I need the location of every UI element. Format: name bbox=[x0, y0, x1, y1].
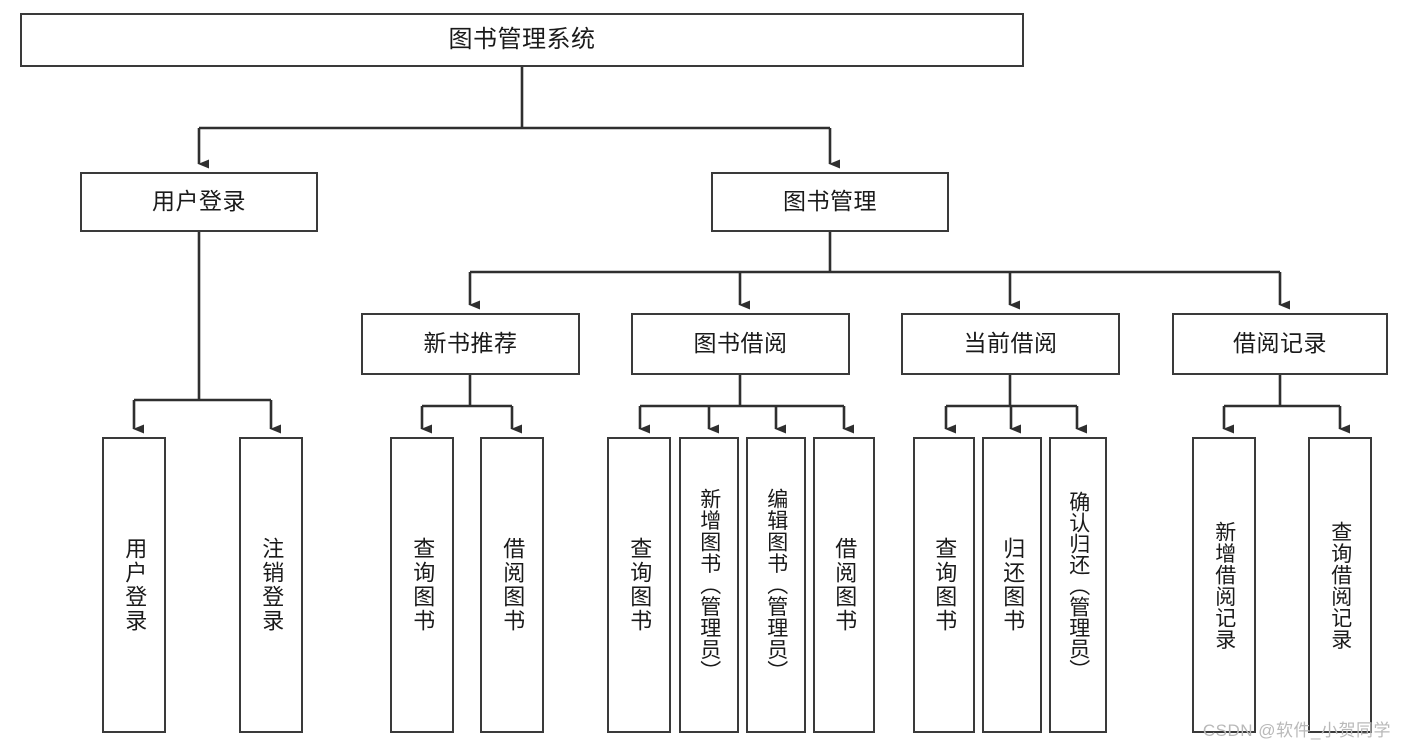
leaf-edit-book-admin[interactable]: 编辑图书（管理员） bbox=[746, 437, 806, 733]
leaf-query-book-newbook[interactable]: 查询图书 bbox=[390, 437, 454, 733]
node-label: 注销登录 bbox=[259, 537, 285, 633]
node-root-book-management-system[interactable]: 图书管理系统 bbox=[20, 13, 1024, 67]
node-label: 借阅记录 bbox=[1233, 330, 1327, 357]
node-label: 用户登录 bbox=[152, 188, 246, 215]
node-label: 借阅图书 bbox=[832, 537, 858, 633]
node-label: 查询借阅记录 bbox=[1328, 520, 1352, 650]
node-label: 借阅图书 bbox=[500, 537, 526, 633]
leaf-add-borrow-record[interactable]: 新增借阅记录 bbox=[1192, 437, 1256, 733]
node-book-management[interactable]: 图书管理 bbox=[711, 172, 949, 232]
node-current-borrowing[interactable]: 当前借阅 bbox=[901, 313, 1120, 375]
node-label: 图书借阅 bbox=[693, 330, 788, 357]
leaf-user-login[interactable]: 用户登录 bbox=[102, 437, 166, 733]
node-borrowing-records[interactable]: 借阅记录 bbox=[1172, 313, 1388, 375]
leaf-borrow-book-newbook[interactable]: 借阅图书 bbox=[480, 437, 544, 733]
leaf-add-book-admin[interactable]: 新增图书（管理员） bbox=[679, 437, 739, 733]
leaf-logout[interactable]: 注销登录 bbox=[239, 437, 303, 733]
node-label: 用户登录 bbox=[122, 537, 148, 633]
leaf-borrow-book[interactable]: 借阅图书 bbox=[813, 437, 875, 733]
leaf-confirm-return-admin[interactable]: 确认归还（管理员） bbox=[1049, 437, 1107, 733]
leaf-query-book-current[interactable]: 查询图书 bbox=[913, 437, 975, 733]
node-label: 归还图书 bbox=[1000, 537, 1026, 633]
leaf-query-book-borrow[interactable]: 查询图书 bbox=[607, 437, 671, 733]
leaf-query-borrow-record[interactable]: 查询借阅记录 bbox=[1308, 437, 1372, 733]
node-label: 新增借阅记录 bbox=[1212, 520, 1236, 650]
node-label: 查询图书 bbox=[627, 537, 653, 633]
node-label: 新增图书（管理员） bbox=[697, 488, 721, 682]
node-user-login[interactable]: 用户登录 bbox=[80, 172, 318, 232]
node-label: 图书管理系统 bbox=[448, 25, 596, 53]
leaf-return-book[interactable]: 归还图书 bbox=[982, 437, 1042, 733]
node-new-book-recommendation[interactable]: 新书推荐 bbox=[361, 313, 580, 375]
node-label: 查询图书 bbox=[932, 537, 958, 633]
node-label: 当前借阅 bbox=[963, 330, 1058, 357]
node-label: 查询图书 bbox=[410, 537, 436, 633]
node-label: 新书推荐 bbox=[423, 330, 518, 357]
node-label: 确认归还（管理员） bbox=[1066, 490, 1090, 680]
node-book-borrowing[interactable]: 图书借阅 bbox=[631, 313, 850, 375]
node-label: 编辑图书（管理员） bbox=[764, 488, 788, 682]
node-label: 图书管理 bbox=[783, 188, 877, 215]
